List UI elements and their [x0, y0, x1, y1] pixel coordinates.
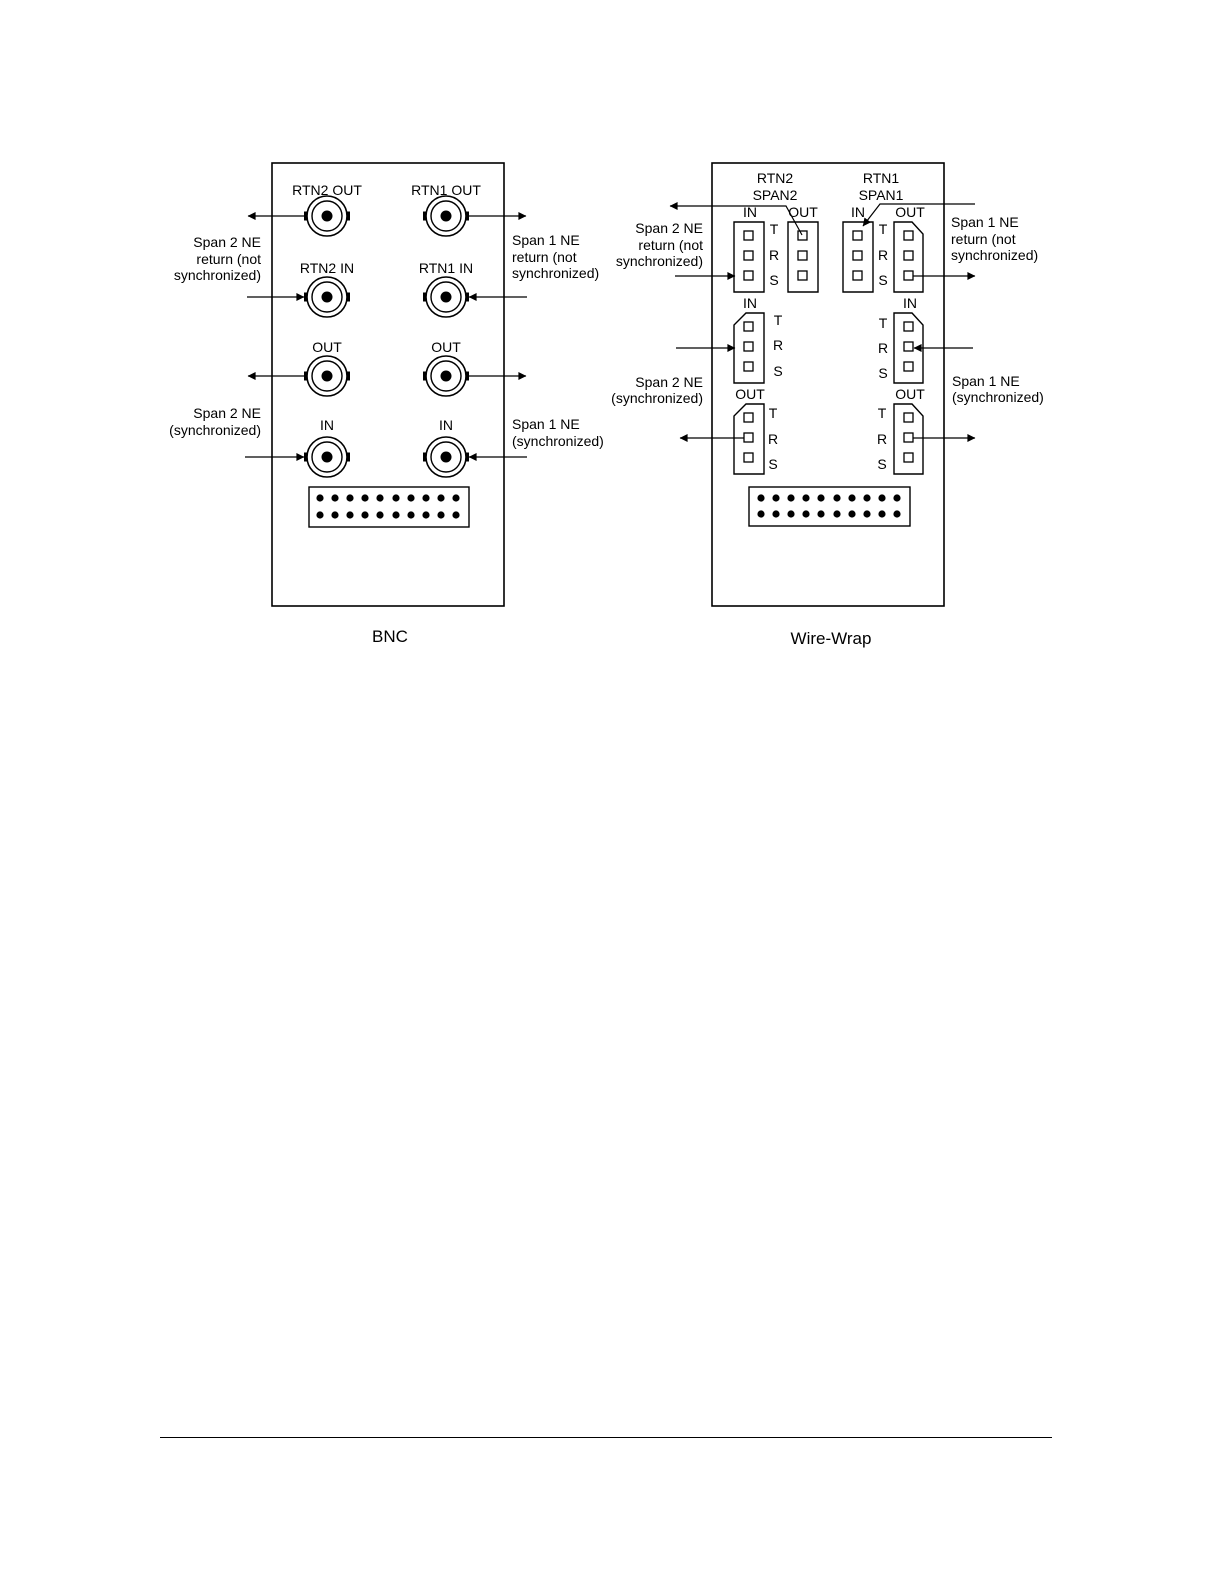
bnc-note-span2-sync: Span 2 NE (synchronized) — [169, 405, 261, 438]
svg-text:(synchronized): (synchronized) — [952, 389, 1044, 405]
svg-text:Span 2 NE: Span 2 NE — [635, 374, 703, 390]
svg-text:(synchronized): (synchronized) — [169, 422, 261, 438]
ww-block-bot-right-out — [893, 403, 924, 475]
ww-arrow-span2-return-out — [669, 202, 803, 236]
bnc-connector-rtn1-in — [423, 276, 469, 318]
ww-trs-r: R — [768, 431, 778, 447]
wirewrap-caption: Wire-Wrap — [791, 629, 872, 648]
ww-header-span2: SPAN2 — [753, 187, 798, 203]
bnc-label-out-left: OUT — [312, 339, 342, 355]
svg-text:Span 1 NE: Span 1 NE — [512, 416, 580, 432]
ww-label-top-left-out: OUT — [788, 204, 818, 220]
ww-label-mid-left-in: IN — [743, 295, 757, 311]
ww-trs-s: S — [877, 456, 886, 472]
ww-label-bot-right-out: OUT — [895, 386, 925, 402]
bnc-connector-out-right — [423, 355, 469, 397]
ww-note-span2-sync: Span 2 NE (synchronized) — [611, 374, 703, 406]
ww-note-span1-return: Span 1 NE return (not synchronized) — [951, 214, 1038, 263]
bnc-panel-frame — [271, 162, 505, 607]
svg-text:Span 2 NE: Span 2 NE — [193, 234, 261, 250]
svg-text:return (not: return (not — [196, 251, 261, 267]
svg-text:(synchronized): (synchronized) — [611, 390, 703, 406]
ww-note-span1-sync: Span 1 NE (synchronized) — [952, 373, 1044, 405]
ww-label-top-right-out: OUT — [895, 204, 925, 220]
ww-label-bot-left-out: OUT — [735, 386, 765, 402]
ww-trs-r: R — [878, 340, 888, 356]
bnc-note-span2-return: Span 2 NE return (not synchronized) — [174, 234, 261, 283]
ww-trs-t: T — [879, 221, 888, 237]
ww-block-top-right-out — [893, 221, 924, 293]
ww-trs-r: R — [878, 247, 888, 263]
svg-text:synchronized): synchronized) — [616, 253, 703, 269]
svg-text:Span 1 NE: Span 1 NE — [951, 214, 1019, 230]
bnc-label-rtn1-in: RTN1 IN — [419, 260, 473, 276]
ww-trs-r: R — [877, 431, 887, 447]
ww-block-mid-right-in — [893, 312, 924, 384]
svg-text:Span 1 NE: Span 1 NE — [512, 232, 580, 248]
bnc-label-rtn1-out: RTN1 OUT — [411, 182, 481, 198]
ww-trs-t: T — [774, 312, 783, 328]
ww-trs-t: T — [878, 405, 887, 421]
ww-block-top-left-in — [733, 221, 765, 293]
ww-trs-r: R — [769, 247, 779, 263]
svg-text:(synchronized): (synchronized) — [512, 433, 604, 449]
wirewrap-panel-frame — [711, 162, 945, 607]
bnc-connector-in-right — [423, 436, 469, 478]
ww-header-span1: SPAN1 — [859, 187, 904, 203]
bnc-caption: BNC — [372, 627, 408, 646]
bnc-connector-out-left — [304, 355, 350, 397]
ww-trs-s: S — [768, 456, 777, 472]
ww-block-mid-left-in — [733, 312, 765, 384]
svg-text:Span 2 NE: Span 2 NE — [193, 405, 261, 421]
bnc-label-rtn2-in: RTN2 IN — [300, 260, 354, 276]
svg-text:synchronized): synchronized) — [512, 265, 599, 281]
svg-text:Span 1 NE: Span 1 NE — [952, 373, 1020, 389]
svg-text:Span 2 NE: Span 2 NE — [635, 220, 703, 236]
bnc-connector-rtn2-in — [304, 276, 350, 318]
bnc-label-rtn2-out: RTN2 OUT — [292, 182, 362, 198]
bnc-note-span1-sync: Span 1 NE (synchronized) — [512, 416, 604, 449]
wirewrap-panel: RTN2 SPAN2 RTN1 SPAN1 IN OUT IN OUT IN I… — [611, 162, 1044, 648]
ww-trs-s: S — [773, 363, 782, 379]
ww-trs-t: T — [879, 315, 888, 331]
ww-pin-header — [748, 486, 911, 527]
ww-note-span2-return: Span 2 NE return (not synchronized) — [616, 220, 703, 269]
svg-text:synchronized): synchronized) — [174, 267, 261, 283]
bnc-pin-header — [308, 486, 470, 528]
ww-trs-s: S — [769, 272, 778, 288]
ww-trs-t: T — [770, 221, 779, 237]
ww-label-top-right-in: IN — [851, 204, 865, 220]
bnc-label-out-right: OUT — [431, 339, 461, 355]
ww-block-bot-left-out — [733, 403, 765, 475]
bnc-connector-rtn1-out — [423, 195, 469, 237]
svg-text:return (not: return (not — [638, 237, 703, 253]
ww-trs-r: R — [773, 337, 783, 353]
ww-block-top-left-out — [787, 221, 819, 293]
ww-header-rtn1: RTN1 — [863, 170, 900, 186]
svg-text:return (not: return (not — [951, 231, 1016, 247]
bnc-panel: RTN2 OUT RTN1 OUT RTN2 IN RTN1 IN OUT OU… — [169, 162, 604, 646]
bnc-note-span1-return: Span 1 NE return (not synchronized) — [512, 232, 599, 281]
ww-trs-s: S — [878, 272, 887, 288]
bnc-connector-in-left — [304, 436, 350, 478]
ww-label-top-left-in: IN — [743, 204, 757, 220]
svg-text:synchronized): synchronized) — [951, 247, 1038, 263]
ww-trs-s: S — [878, 365, 887, 381]
ww-trs-t: T — [769, 405, 778, 421]
svg-text:return (not: return (not — [512, 249, 577, 265]
ww-arrow-span1-return-in — [862, 203, 975, 227]
bnc-label-in-left: IN — [320, 417, 334, 433]
ww-header-rtn2: RTN2 — [757, 170, 794, 186]
ww-label-mid-right-in: IN — [903, 295, 917, 311]
footer-rule — [160, 1437, 1052, 1438]
bnc-label-in-right: IN — [439, 417, 453, 433]
bnc-connector-rtn2-out — [304, 195, 350, 237]
